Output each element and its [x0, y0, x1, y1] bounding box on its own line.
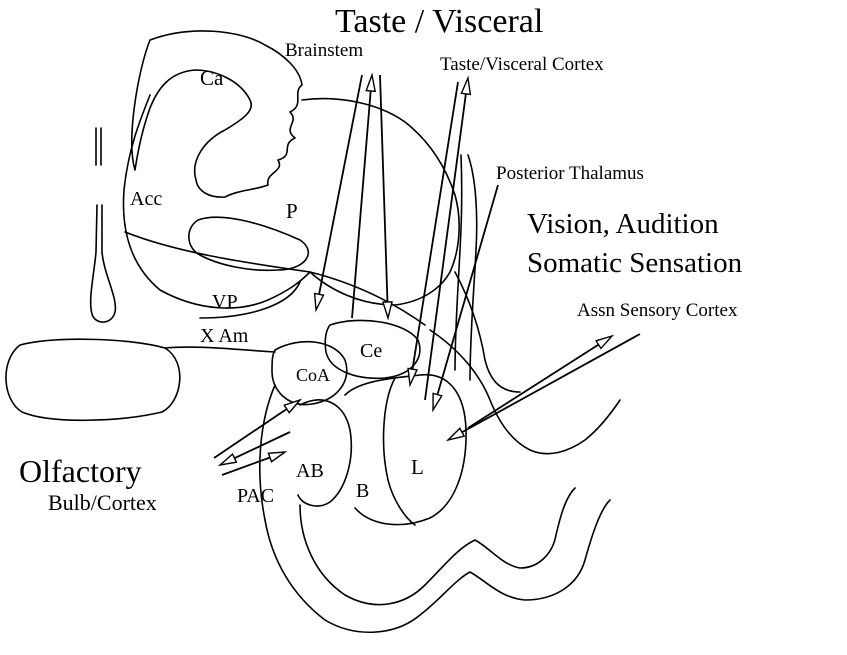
brain-outlines — [6, 31, 620, 632]
ab-nucleus — [298, 400, 351, 506]
heading-taste-visceral: Taste / Visceral — [335, 3, 543, 40]
lateral-border — [455, 272, 520, 392]
brainstem-to-p-arrow-head — [315, 293, 324, 310]
b-l-divider — [384, 378, 415, 525]
region-label-l: L — [411, 455, 424, 479]
pac-to-olfactory-arrow-head — [220, 454, 236, 465]
ventral-border — [125, 232, 425, 325]
region-label-acc: Acc — [130, 188, 162, 210]
sensory-cortex-to-l-arrow-shaft — [462, 334, 640, 432]
l-to-taste-cortex-arrow — [425, 78, 470, 400]
region-label-ca: Ca — [200, 66, 224, 90]
brainstem-to-ce-arrow-shaft — [380, 75, 387, 302]
p-to-brainstem-arrow-shaft — [352, 91, 371, 318]
label-taste-visceral-cortex: Taste/Visceral Cortex — [440, 54, 604, 75]
pac-to-olfactory-arrow — [220, 432, 290, 465]
region-label-x-am: X Am — [200, 325, 249, 347]
sensory-cortex-to-l-arrow — [448, 334, 640, 440]
region-label-coa: CoA — [296, 365, 330, 385]
heading-olfactory: Olfactory — [19, 453, 142, 489]
label-brainstem: Brainstem — [285, 40, 363, 61]
olfactory-to-coa-arrow-head — [284, 400, 300, 413]
basolateral-complex — [345, 375, 466, 525]
brainstem-to-p-arrow-shaft — [319, 75, 362, 294]
label-assn-sensory-cortex: Assn Sensory Cortex — [577, 300, 738, 321]
caudate-outline — [132, 31, 302, 197]
cortical-folds-inner — [300, 488, 575, 605]
region-label-b: B — [356, 480, 369, 502]
midline-ventricle — [91, 128, 116, 322]
region-label-vp: VP — [212, 291, 238, 313]
olfactory-to-pac-arrow-head — [268, 452, 285, 462]
region-label-ab: AB — [296, 460, 324, 482]
l-to-taste-cortex-arrow-head — [461, 78, 470, 94]
heading-vision-audition: Vision, Audition — [527, 208, 719, 240]
sensory-cortex-to-l-arrow-head — [448, 428, 464, 440]
label-bulb-cortex: Bulb/Cortex — [48, 490, 157, 515]
olfactory-to-coa-arrow — [214, 400, 300, 458]
thalamus-to-l-arrow-head — [433, 393, 442, 410]
l-to-sensory-cortex-arrow — [468, 336, 612, 428]
thalamus-to-l-arrow — [433, 185, 498, 410]
taste-cortex-to-l-arrow-head — [408, 368, 417, 385]
region-label-pac: PAC — [237, 485, 274, 507]
heading-somatic-sensation: Somatic Sensation — [527, 247, 743, 279]
p-to-brainstem-arrow-head — [366, 75, 375, 91]
region-label-p: P — [286, 199, 298, 223]
label-posterior-thalamus: Posterior Thalamus — [496, 163, 644, 184]
l-to-sensory-cortex-arrow-shaft — [468, 345, 599, 428]
cortical-folds — [260, 385, 610, 632]
region-label-ce: Ce — [360, 340, 382, 362]
brainstem-to-ce-arrow-head — [383, 302, 392, 318]
temporal-pole — [6, 339, 180, 420]
connecting-tract — [165, 347, 275, 352]
l-to-sensory-cortex-arrow-head — [596, 336, 612, 348]
